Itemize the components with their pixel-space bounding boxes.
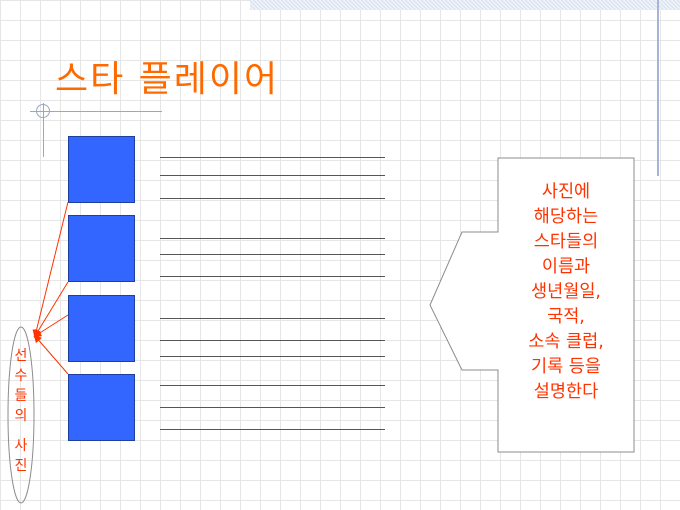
player-photo-placeholder-3	[68, 295, 135, 362]
text-placeholder-line	[160, 276, 385, 277]
callout-description-line: 사진에	[541, 182, 591, 202]
callout-description: 사진에 해당하는 스타들의 이름과 생년월일, 국적, 소속 클럽, 기록 등을…	[499, 180, 633, 405]
text-placeholder-line	[160, 157, 385, 158]
callout-description-line: 기록 등을	[531, 357, 601, 377]
text-placeholder-line	[160, 238, 385, 239]
vertical-label-char: 선	[14, 348, 28, 364]
text-placeholder-line	[160, 254, 385, 255]
player-photo-placeholder-4	[68, 374, 135, 441]
right-decorative-rule	[657, 0, 659, 176]
vertical-label-char: 들	[14, 388, 28, 404]
vertical-label-char: 수	[14, 368, 28, 384]
callout-description-line: 스타들의	[533, 232, 599, 252]
text-placeholder-line	[160, 318, 385, 319]
text-placeholder-line	[160, 356, 385, 357]
vertical-label-char: 의	[14, 408, 28, 424]
pointer-arrow-3	[33, 314, 69, 338]
pointer-arrow-2	[33, 281, 69, 338]
title-underline-rule	[30, 111, 162, 112]
vertical-label-char: 사	[14, 438, 28, 454]
vertical-label-player-photos: 선 수 들 의 사 진	[8, 346, 34, 492]
crosshair-circle	[36, 104, 50, 118]
text-placeholder-line	[160, 385, 385, 386]
text-placeholder-line	[160, 175, 385, 176]
callout-description-line: 소속 클럽,	[528, 332, 604, 352]
pointer-arrow-1	[32, 201, 69, 338]
callout-description-line: 생년월일,	[531, 282, 601, 302]
vertical-label-char: 진	[14, 458, 28, 474]
title-vertical-rule	[43, 103, 44, 157]
callout-description-line: 국적,	[547, 307, 585, 327]
text-placeholder-line	[160, 340, 385, 341]
text-placeholder-line	[160, 198, 385, 199]
callout-left-arrow	[429, 157, 635, 453]
text-placeholder-line	[160, 407, 385, 408]
text-placeholder-line	[160, 429, 385, 430]
callout-description-line: 해당하는	[533, 207, 599, 227]
label-ellipse	[7, 326, 35, 504]
player-photo-placeholder-2	[68, 215, 135, 282]
player-photo-placeholder-1	[68, 136, 135, 203]
slide-title: 스타 플레이어	[55, 59, 280, 100]
callout-description-line: 설명한다	[533, 382, 599, 402]
top-decorative-band	[250, 0, 680, 10]
callout-description-line: 이름과	[541, 257, 591, 277]
pointer-arrow-4	[33, 334, 69, 375]
